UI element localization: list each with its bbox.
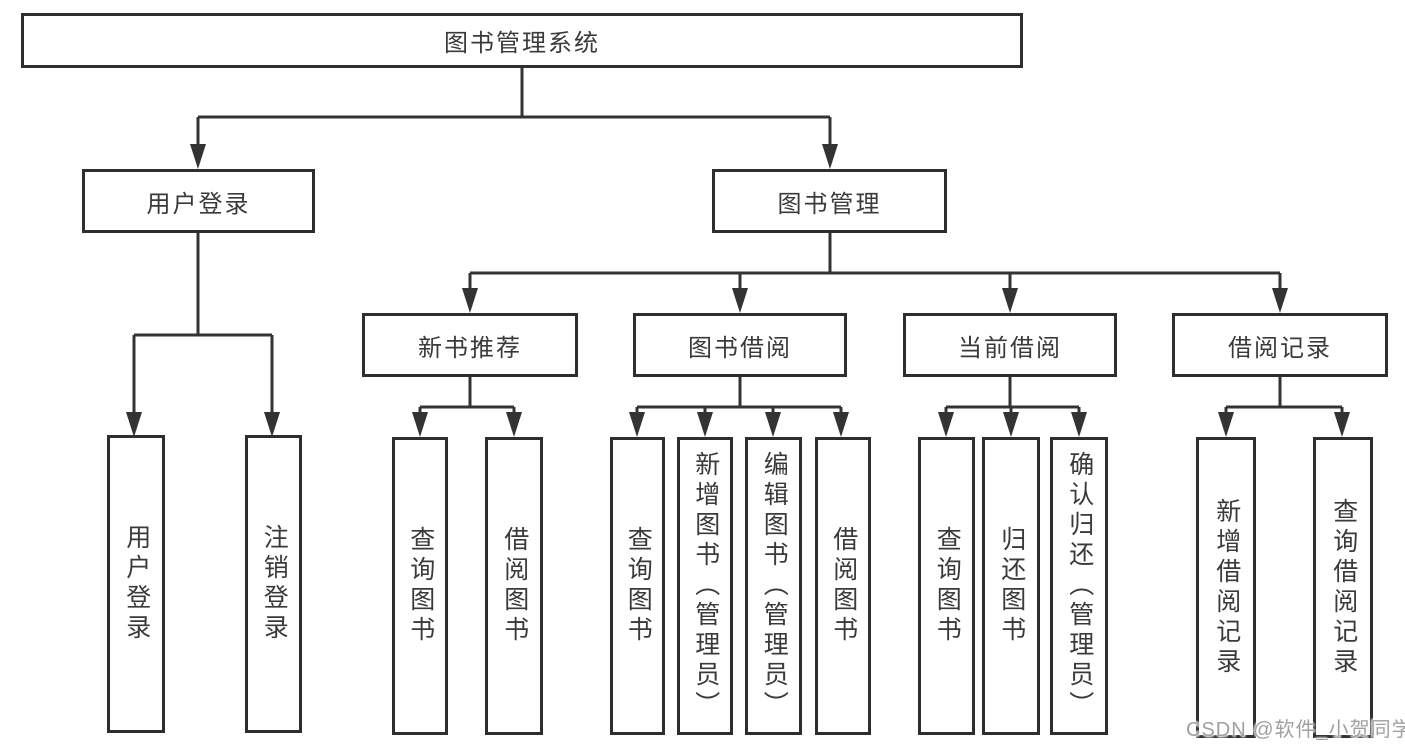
leaf-query-borrow-record: 查询借阅记录	[1313, 437, 1373, 738]
node-current-borrowing: 当前借阅	[903, 313, 1117, 377]
node-user-login: 用户登录	[82, 169, 315, 233]
leaf-confirm-return-admin: 确认归还（管理员）	[1050, 437, 1108, 735]
leaf-logout: 注销登录	[245, 435, 302, 733]
leaf-confirm-return-admin-label: 确认归还（管理员）	[1065, 451, 1094, 721]
arrowheads	[126, 144, 1350, 437]
node-book-borrowing: 图书借阅	[633, 313, 847, 377]
node-borrowing-records-label: 借阅记录	[1228, 334, 1332, 362]
leaf-add-books-admin-label: 新增图书（管理员）	[691, 451, 720, 721]
leaf-query-books-current: 查询图书	[918, 437, 975, 735]
node-user-login-label: 用户登录	[146, 190, 251, 218]
leaf-query-books-current-label: 查询图书	[933, 526, 962, 646]
leaf-query-books-borrowing: 查询图书	[610, 437, 665, 735]
node-borrowing-records: 借阅记录	[1172, 313, 1388, 377]
leaf-query-books-recommendation: 查询图书	[392, 437, 448, 735]
node-current-borrowing-label: 当前借阅	[958, 334, 1062, 362]
node-book-management: 图书管理	[712, 169, 947, 233]
leaf-borrow-books-recommendation: 借阅图书	[485, 437, 543, 735]
node-book-management-label: 图书管理	[777, 190, 882, 218]
node-root-system: 图书管理系统	[21, 13, 1023, 68]
leaf-return-books-label: 归还图书	[997, 526, 1026, 646]
leaf-add-books-admin: 新增图书（管理员）	[677, 437, 733, 735]
leaf-borrow-books-borrowing: 借阅图书	[815, 437, 871, 735]
node-book-borrowing-label: 图书借阅	[688, 334, 792, 362]
leaf-query-books-recommendation-label: 查询图书	[406, 526, 435, 646]
node-new-book-recommendation: 新书推荐	[362, 313, 578, 377]
leaf-user-login-label: 用户登录	[122, 524, 151, 644]
leaf-borrow-books-borrowing-label: 借阅图书	[829, 526, 858, 646]
leaf-user-login: 用户登录	[107, 435, 165, 733]
leaf-add-borrow-record: 新增借阅记录	[1196, 437, 1256, 738]
leaf-borrow-books-recommendation-label: 借阅图书	[500, 526, 529, 646]
csdn-watermark: CSDN @软件_小贺同学	[1186, 719, 1405, 741]
node-new-book-recommendation-label: 新书推荐	[418, 334, 522, 362]
leaf-query-books-borrowing-label: 查询图书	[624, 526, 653, 646]
leaf-add-borrow-record-label: 新增借阅记录	[1212, 497, 1241, 678]
leaf-edit-books-admin: 编辑图书（管理员）	[745, 437, 802, 735]
leaf-logout-label: 注销登录	[260, 524, 289, 644]
leaf-query-borrow-record-label: 查询借阅记录	[1329, 497, 1358, 678]
leaf-edit-books-admin-label: 编辑图书（管理员）	[760, 451, 789, 721]
node-root-system-label: 图书管理系统	[444, 30, 600, 57]
leaf-return-books: 归还图书	[982, 437, 1040, 735]
